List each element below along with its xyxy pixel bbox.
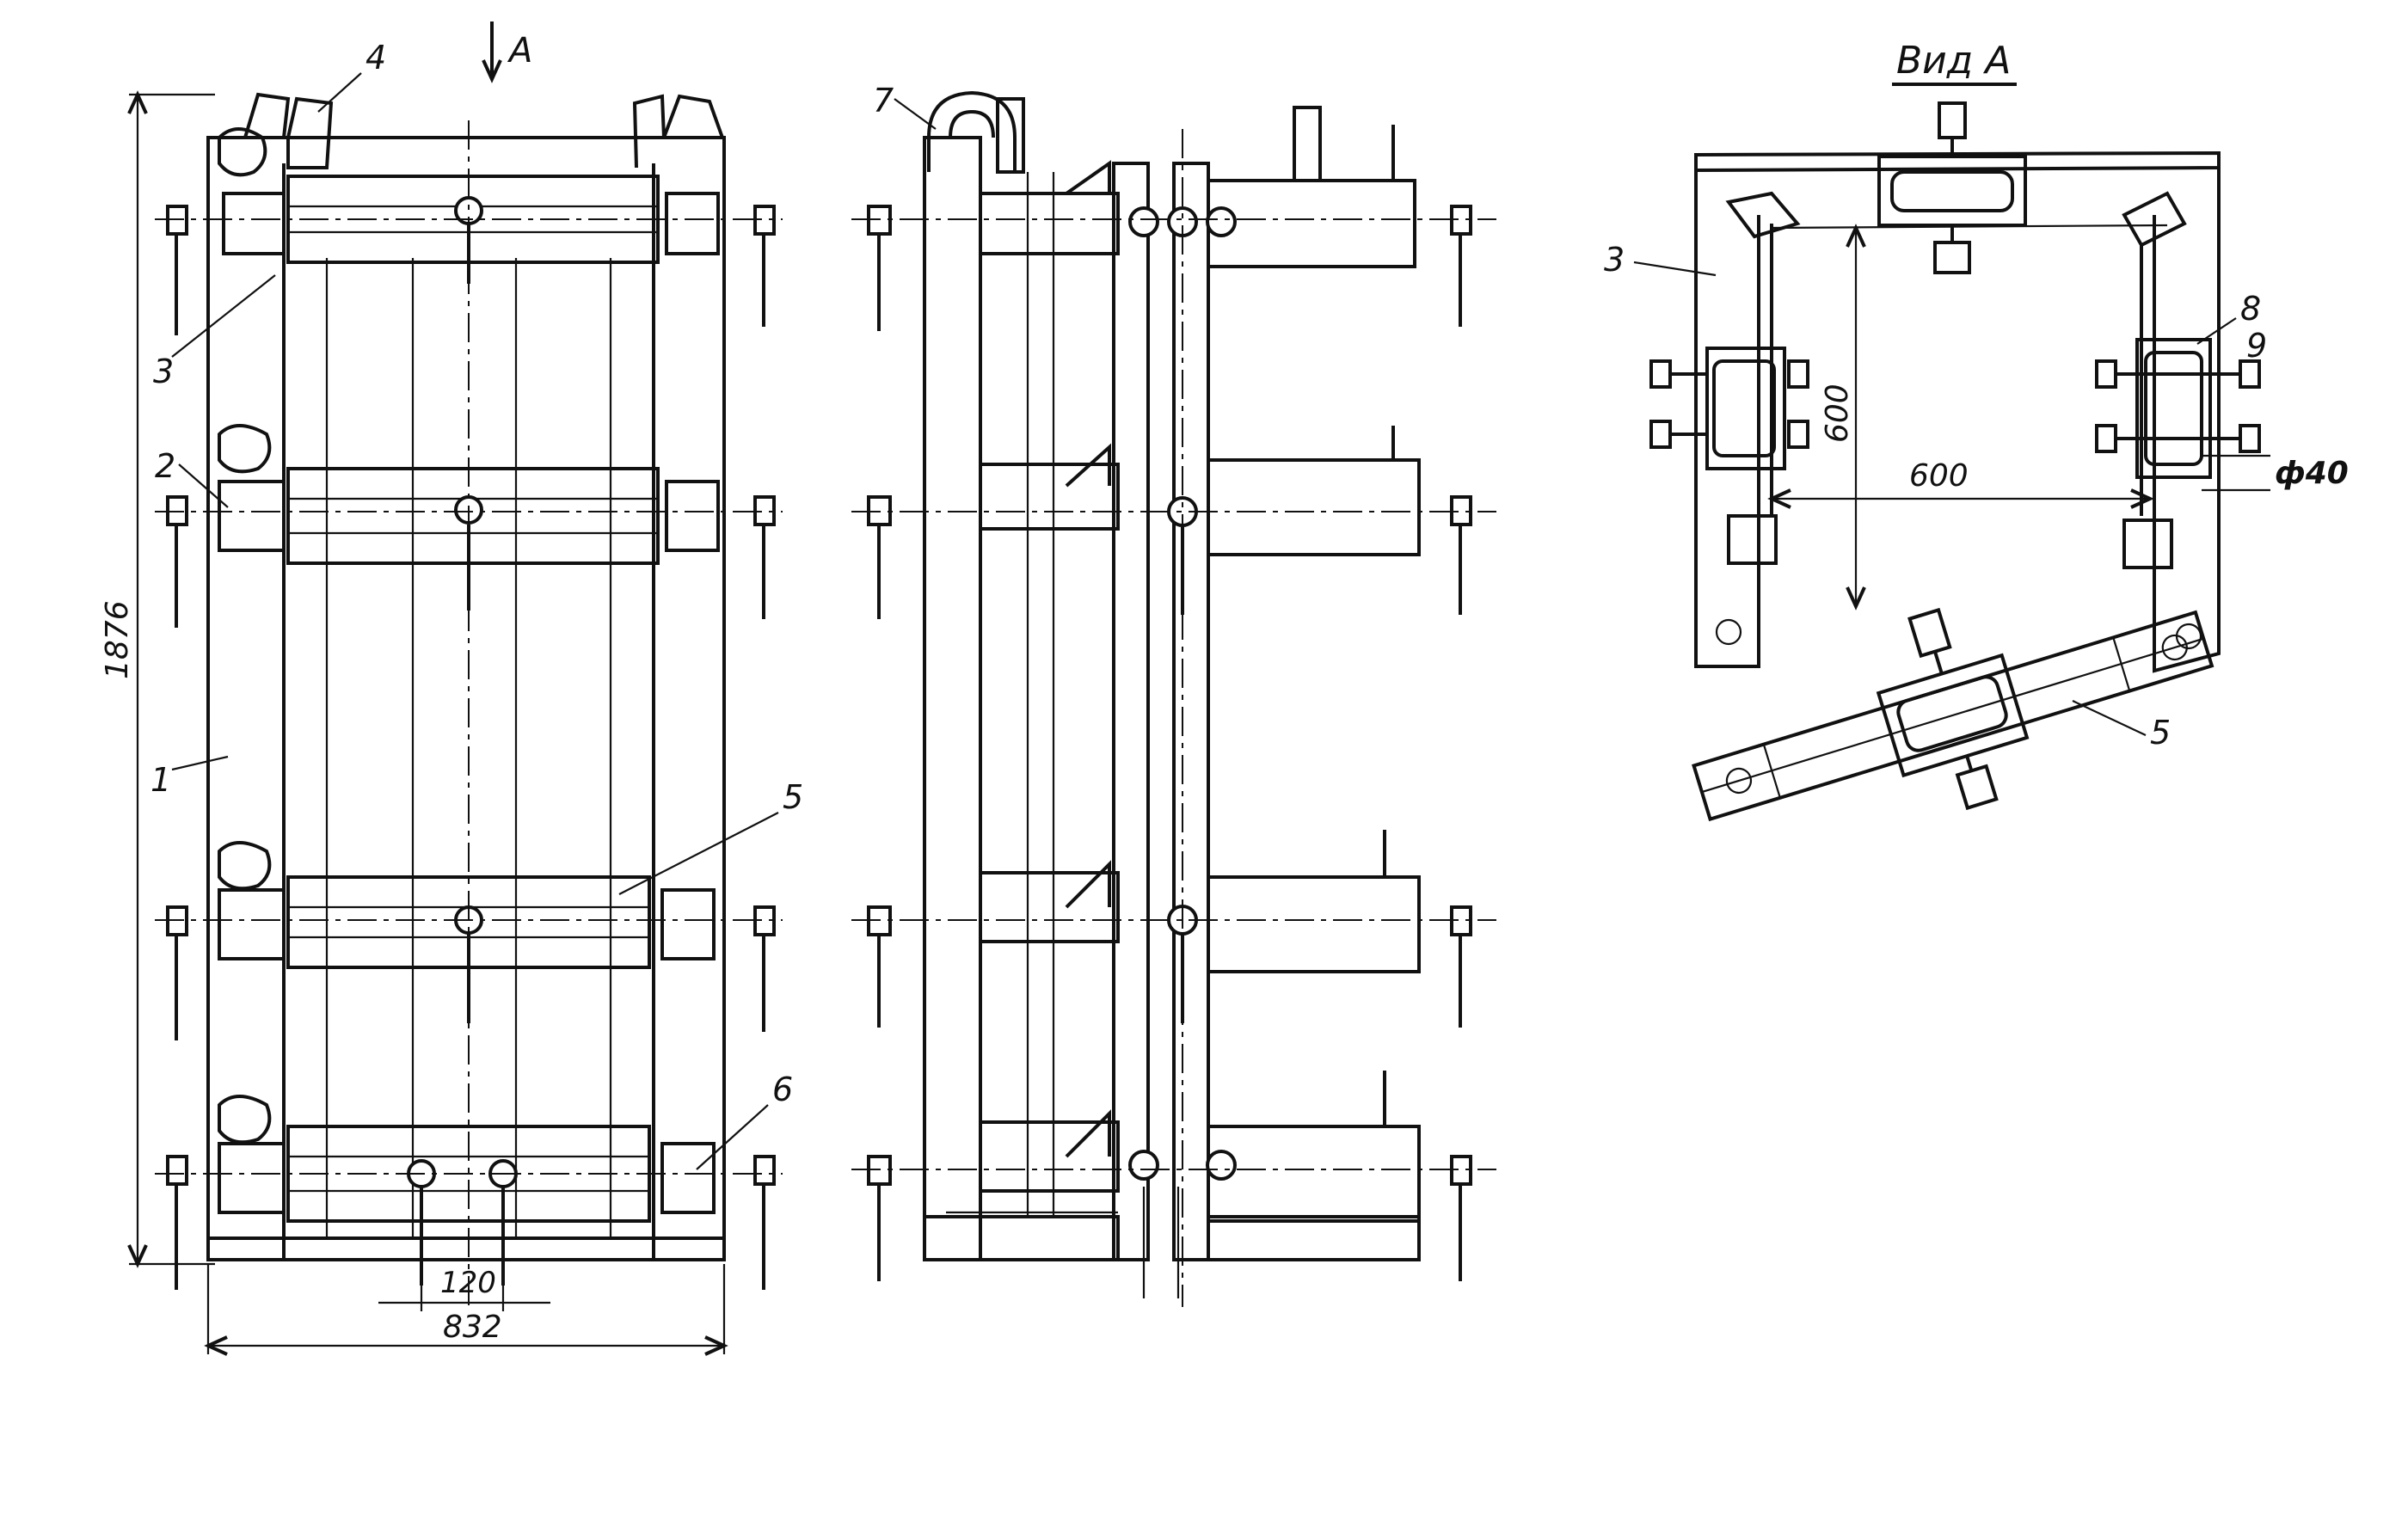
bar-level-2: [218, 424, 720, 565]
callout-9: 9: [2246, 327, 2267, 365]
pin-diameter-label: ф40: [2275, 456, 2349, 491]
side-bar-levels: [979, 106, 1421, 1223]
callout-1: 1: [150, 761, 171, 799]
frame-width-label: 600: [1909, 458, 1969, 494]
callout-6: 6: [772, 1071, 793, 1108]
callout-8: 8: [2240, 290, 2261, 328]
bar-spacing-label: 120: [440, 1266, 496, 1300]
bar-level-1: [218, 127, 720, 264]
view-arrow: A: [482, 21, 532, 83]
view-a: Вид А: [1604, 39, 2349, 822]
view-a-title: Вид А: [1896, 39, 2011, 83]
callout-7: 7: [873, 82, 894, 120]
callout-5-view-a: 5: [2150, 714, 2171, 752]
callout-2: 2: [155, 447, 175, 485]
bar-level-4: [218, 1095, 716, 1223]
front-callouts: 4 3 2 1 5 6: [150, 39, 803, 1170]
overall-width-label: 832: [443, 1310, 502, 1345]
side-view: [851, 90, 1496, 1307]
overall-height-label: 1876: [100, 600, 135, 679]
callout-4: 4: [366, 39, 386, 77]
callout-5-front: 5: [783, 778, 803, 816]
frame-height-label: 600: [1820, 384, 1855, 443]
callout-3: 3: [153, 353, 174, 390]
front-view: [155, 92, 783, 1307]
callout-3-view-a: 3: [1604, 241, 1625, 279]
bar-level-3: [218, 841, 716, 969]
front-dimensions: 1876 832 120: [100, 90, 728, 1356]
view-arrow-letter: A: [507, 31, 532, 71]
